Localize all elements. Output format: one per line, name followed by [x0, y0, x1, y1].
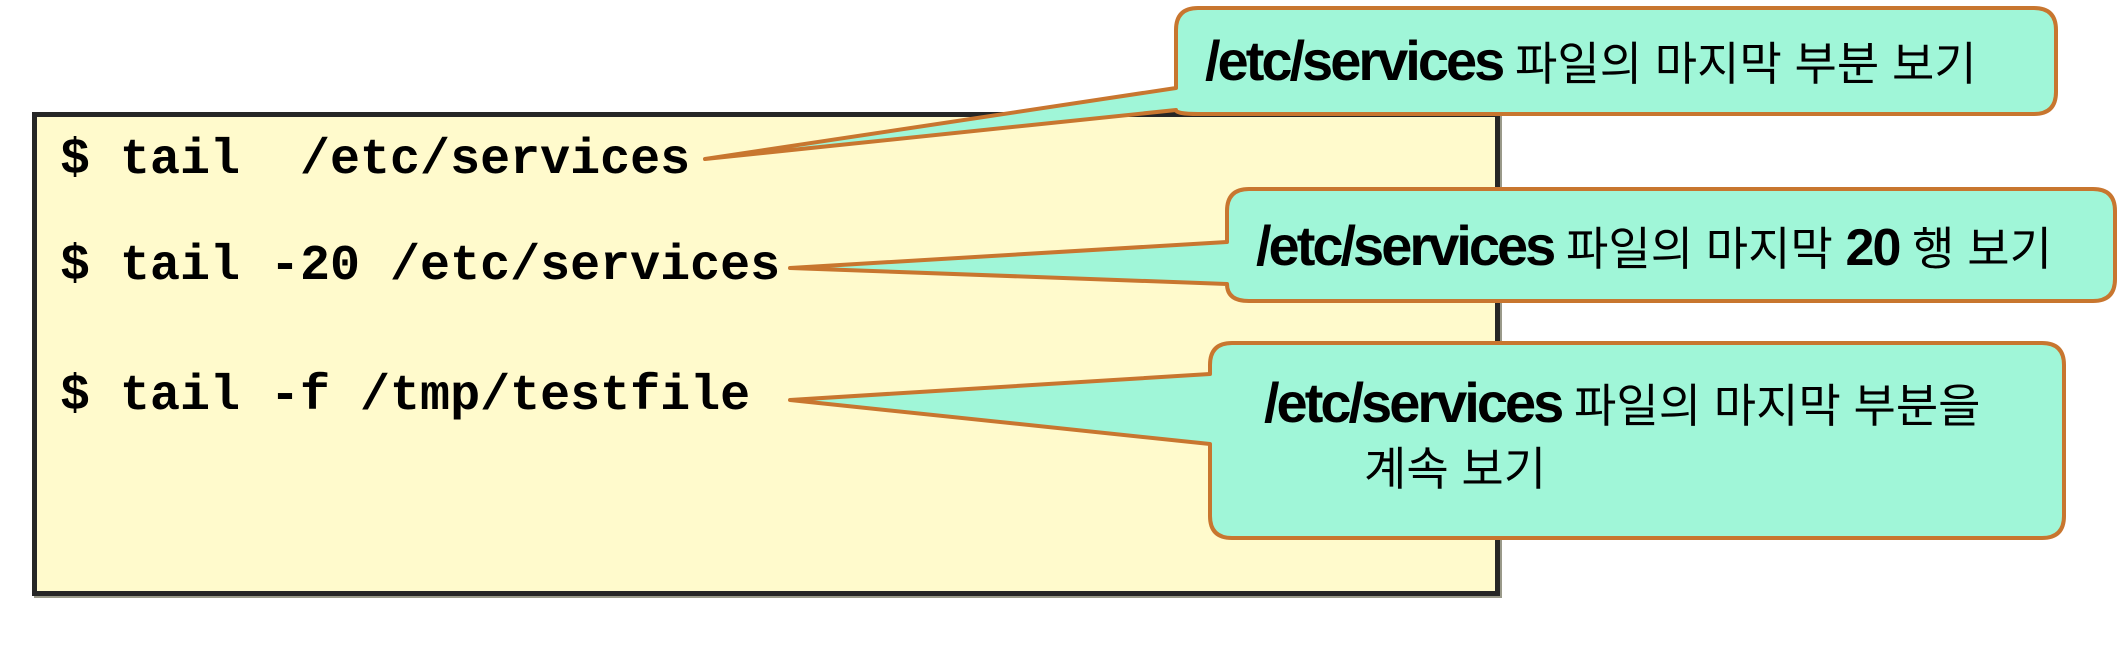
callout-label-tail-default: /etc/services 파일의 마지막 부분 보기 — [1205, 32, 1977, 90]
callout-bubble-1-shape — [703, 6, 2058, 161]
callout-label-tail-20: /etc/services 파일의 마지막 20 행 보기 — [1256, 217, 2052, 277]
callout3-korean-text-2: 계속 보기 — [1364, 443, 1547, 496]
callout-label-tail-f-line2: 계속 보기 — [1364, 446, 1546, 492]
callout2-line-count: 20 — [1845, 218, 1902, 277]
command-line-tail-f: $ tail -f /tmp/testfile — [60, 368, 751, 425]
callout2-korean-text-1: 파일의 마지막 — [1553, 222, 1846, 275]
callout1-korean-text: 파일의 마지막 부분 보기 — [1502, 37, 1977, 90]
callout3-korean-text-1: 파일의 마지막 부분을 — [1561, 379, 1981, 432]
command-line-tail-20: $ tail -20 /etc/services — [60, 238, 781, 295]
callout1-path-text: /etc/services — [1205, 28, 1505, 92]
callout-bubble-2-shape — [788, 187, 2117, 303]
callout2-korean-text-2: 행 보기 — [1899, 222, 2052, 275]
callout3-path-text: /etc/services — [1264, 370, 1564, 434]
callout2-path-text: /etc/services — [1256, 213, 1556, 277]
command-line-tail-default: $ tail /etc/services — [60, 132, 691, 189]
callout-bubble-3-shape — [788, 341, 2066, 540]
callout-label-tail-f-line1: /etc/services 파일의 마지막 부분을 — [1264, 374, 1981, 432]
